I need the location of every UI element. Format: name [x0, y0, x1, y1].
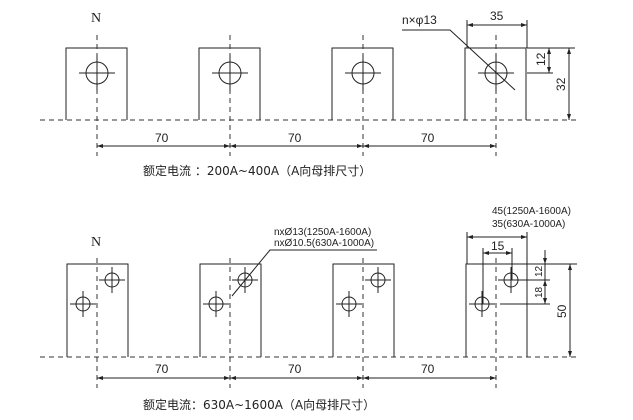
spacing-dim: 70 [288, 131, 302, 145]
hole-label-2: nxØ10.5(630A-1000A) [274, 238, 374, 249]
busbar-plate [199, 258, 262, 388]
spacing-dim: 70 [421, 362, 435, 376]
height-dim: 50 [555, 304, 569, 318]
hole-label-1: nxØ13(1250A-1600A) [274, 227, 371, 238]
width-label-2: 35(630A-1000A) [492, 219, 565, 230]
busbar-plate [66, 258, 129, 388]
top-drawing: N 70 70 70 35 n×φ13 12 32 额定电流 ：200A~400… [40, 9, 580, 178]
rating-caption: 额定电流 ：200A~400A（A向母排尺寸） [143, 163, 371, 178]
busbar-plate [331, 35, 394, 156]
busbar-plate [465, 258, 528, 388]
neutral-label: N [91, 235, 101, 250]
width-dim: 35 [490, 9, 504, 23]
width-label-1: 45(1250A-1600A) [492, 206, 571, 217]
height-dim: 32 [554, 77, 568, 91]
spacing-dim: 70 [288, 362, 302, 376]
spacing-dim: 70 [421, 131, 435, 145]
busbar-plate [198, 35, 261, 156]
busbar-plate [65, 35, 128, 156]
hole-label: n×φ13 [402, 13, 437, 27]
busbar-plate [464, 35, 527, 156]
hole-spacing-dim: 15 [491, 239, 505, 253]
busbar-plate [332, 258, 395, 388]
hole-leader [402, 29, 516, 91]
neutral-label: N [91, 11, 101, 26]
rating-caption: 额定电流：630A~1600A（A向母排尺寸） [143, 397, 375, 412]
spacing-dim: 70 [155, 131, 169, 145]
bottom-drawing: N 70 70 70 nxØ13(1250A-1600A) nxØ10.5(63… [40, 206, 580, 412]
hole-offset-dim: 12 [534, 52, 548, 66]
spacing-dim: 70 [155, 362, 169, 376]
hole-offset-dim: 12 [534, 265, 545, 277]
hole-vertical-dim: 18 [534, 286, 545, 298]
hole-leader [231, 249, 377, 297]
